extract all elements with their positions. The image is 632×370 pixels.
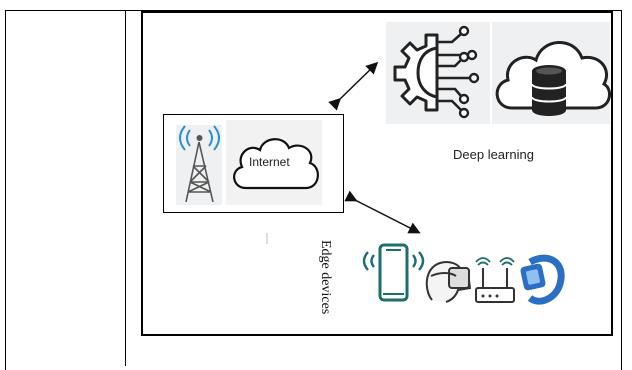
arrow-internet-to-edge-devices: [344, 190, 421, 234]
deep-learning-label: Deep learning: [453, 147, 534, 162]
edge-devices-label: Edge devices: [318, 240, 333, 315]
smartwatch-icon: [520, 254, 565, 305]
vr-headset-icon: [425, 261, 472, 303]
arrow-internet-to-deep-learning: [328, 61, 379, 111]
page-frame: [5, 10, 622, 370]
cell-tower-icon: [176, 125, 222, 205]
gear-circuit-icon: [386, 22, 490, 124]
column-divider: [125, 10, 126, 366]
internet-label: Internet: [249, 155, 290, 169]
cloud-icon: [226, 120, 322, 205]
cloud-database-icon: [492, 22, 612, 124]
smartphone-icon: [362, 243, 425, 302]
wifi-router-icon: [475, 257, 515, 303]
